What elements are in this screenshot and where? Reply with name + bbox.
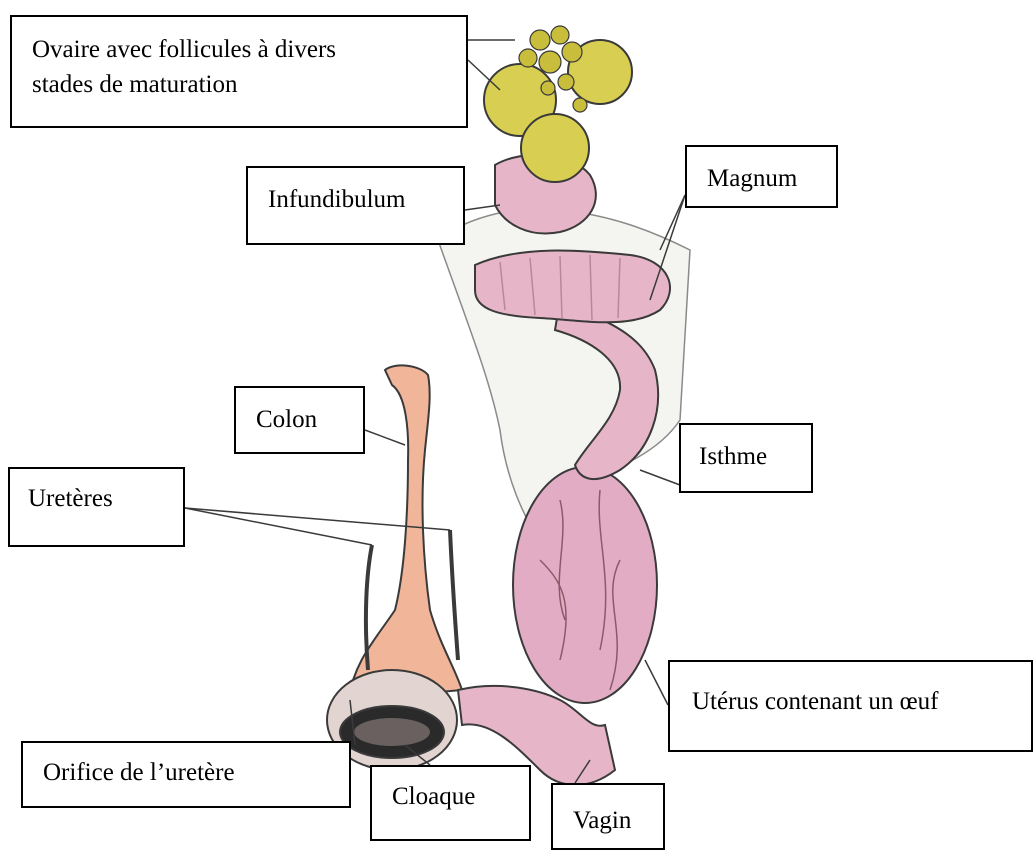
ovary-follicle-small (562, 42, 582, 62)
cloaca-inner (354, 718, 430, 746)
label-ovary: Ovaire avec follicules à divers stades d… (10, 15, 468, 128)
label-colon: Colon (234, 386, 365, 454)
label-ureteres: Uretères (8, 467, 185, 547)
uterus (513, 467, 657, 703)
ovary (484, 26, 632, 182)
label-vagin: Vagin (551, 783, 665, 850)
label-ovary-line1: Ovaire avec follicules à divers (32, 33, 466, 68)
ovary-follicle-small (573, 98, 587, 112)
label-uterus: Utérus contenant un œuf (668, 660, 1033, 752)
label-ovary-line2: stades de maturation (32, 68, 466, 103)
label-orifice-uretere: Orifice de l’uretère (21, 741, 351, 808)
ovary-follicle-small (530, 30, 550, 50)
ovary-follicle-small (519, 49, 537, 67)
ovary-follicle-small (551, 26, 569, 44)
ovary-follicle-small (541, 81, 555, 95)
ureter-right (450, 530, 458, 660)
ovary-follicle-small (539, 51, 561, 73)
ovary-follicle-small (558, 74, 574, 90)
label-magnum: Magnum (685, 145, 838, 208)
ovary-follicle-large (521, 114, 589, 182)
label-infundibulum: Infundibulum (246, 166, 465, 245)
magnum (475, 251, 670, 323)
label-isthme: Isthme (679, 423, 813, 493)
label-cloaque: Cloaque (370, 765, 531, 841)
